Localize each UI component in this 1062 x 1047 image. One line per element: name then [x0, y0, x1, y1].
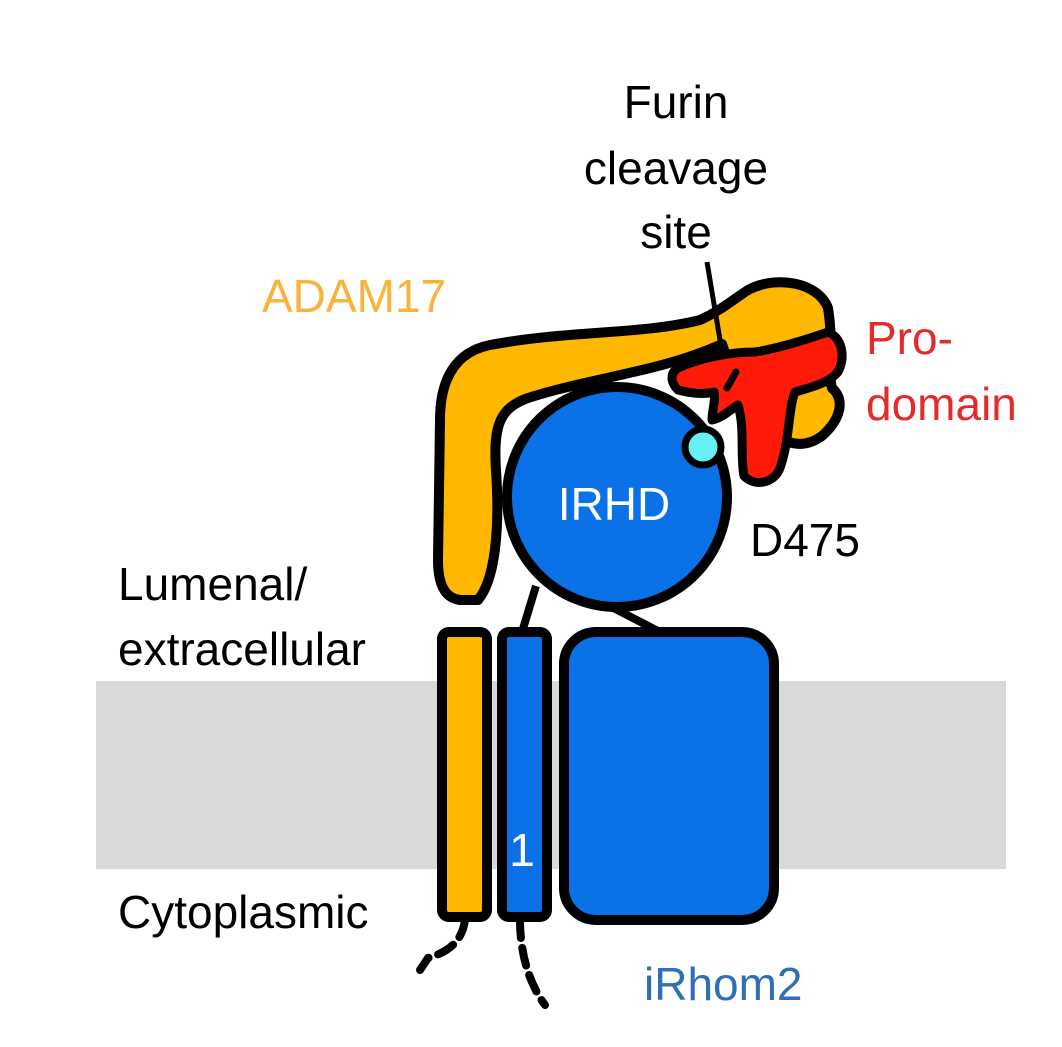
irhom2-tm-helix-1 [497, 627, 552, 922]
d475-residue-dot [681, 425, 725, 469]
irhd-domain [502, 382, 732, 612]
adam17-transmembrane-helix [437, 627, 492, 922]
irhom2-cytoplasmic-tail [516, 916, 549, 1009]
furin-label-line3: site [640, 206, 712, 258]
adam17-label: ADAM17 [262, 270, 446, 322]
irhom2-label: iRhom2 [644, 958, 803, 1010]
furin-label-line1: Furin [624, 76, 729, 128]
prodomain-fold-line [723, 368, 740, 392]
irhd-connector-tm1 [518, 584, 540, 634]
lumenal-label-line2: extracellular [118, 623, 366, 675]
prodomain-label-line2: domain [866, 378, 1017, 430]
furin-label-line2: cleavage [584, 142, 768, 194]
tm1-label: 1 [509, 824, 535, 876]
prodomain [667, 327, 847, 487]
cytoplasmic-label: Cytoplasmic [118, 886, 369, 938]
irhd-label: IRHD [558, 478, 670, 530]
prodomain-label-line1: Pro- [866, 312, 953, 364]
d475-label: D475 [750, 514, 860, 566]
irhom2-transmembrane-core [559, 627, 779, 925]
furin-cleavage-pointer [704, 261, 723, 341]
lumenal-label-line1: Lumenal/ [118, 558, 307, 610]
adam17-cytoplasmic-tail [416, 916, 469, 974]
